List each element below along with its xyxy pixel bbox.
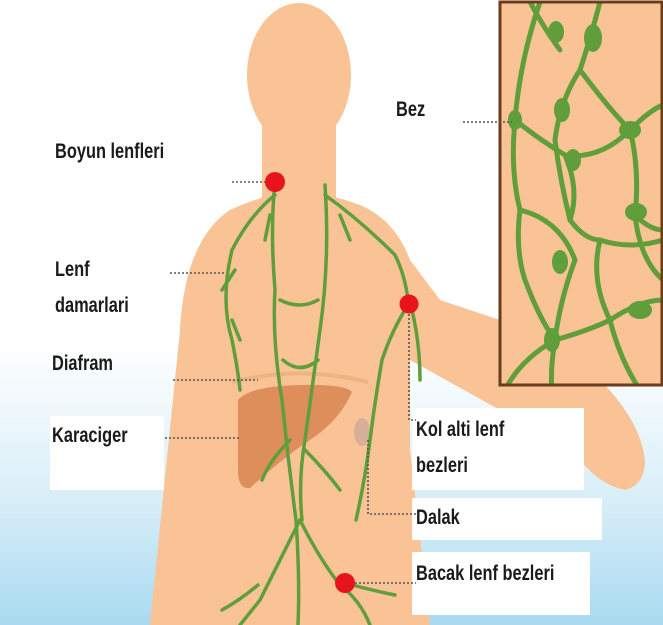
label-leg-nodes: Bacak lenf bezleri (416, 562, 554, 586)
label-armpit-nodes-line2: bezleri (416, 454, 468, 478)
label-gland: Bez (396, 98, 425, 122)
label-diaphragm: Diafram (52, 352, 113, 376)
label-spleen: Dalak (416, 506, 460, 530)
label-lymph-vessels-line1: Lenf (55, 258, 90, 282)
label-armpit-nodes-line1: Kol alti lenf (416, 418, 504, 442)
armpit-lymph-node (400, 295, 419, 314)
gland-inset (500, 2, 663, 390)
neck-lymph-node (265, 172, 285, 192)
label-neck-nodes: Boyun lenfleri (55, 140, 164, 164)
label-lymph-vessels-line2: damarlari (55, 294, 129, 318)
label-liver: Karaciger (52, 424, 128, 448)
leg-lymph-node (335, 573, 355, 593)
